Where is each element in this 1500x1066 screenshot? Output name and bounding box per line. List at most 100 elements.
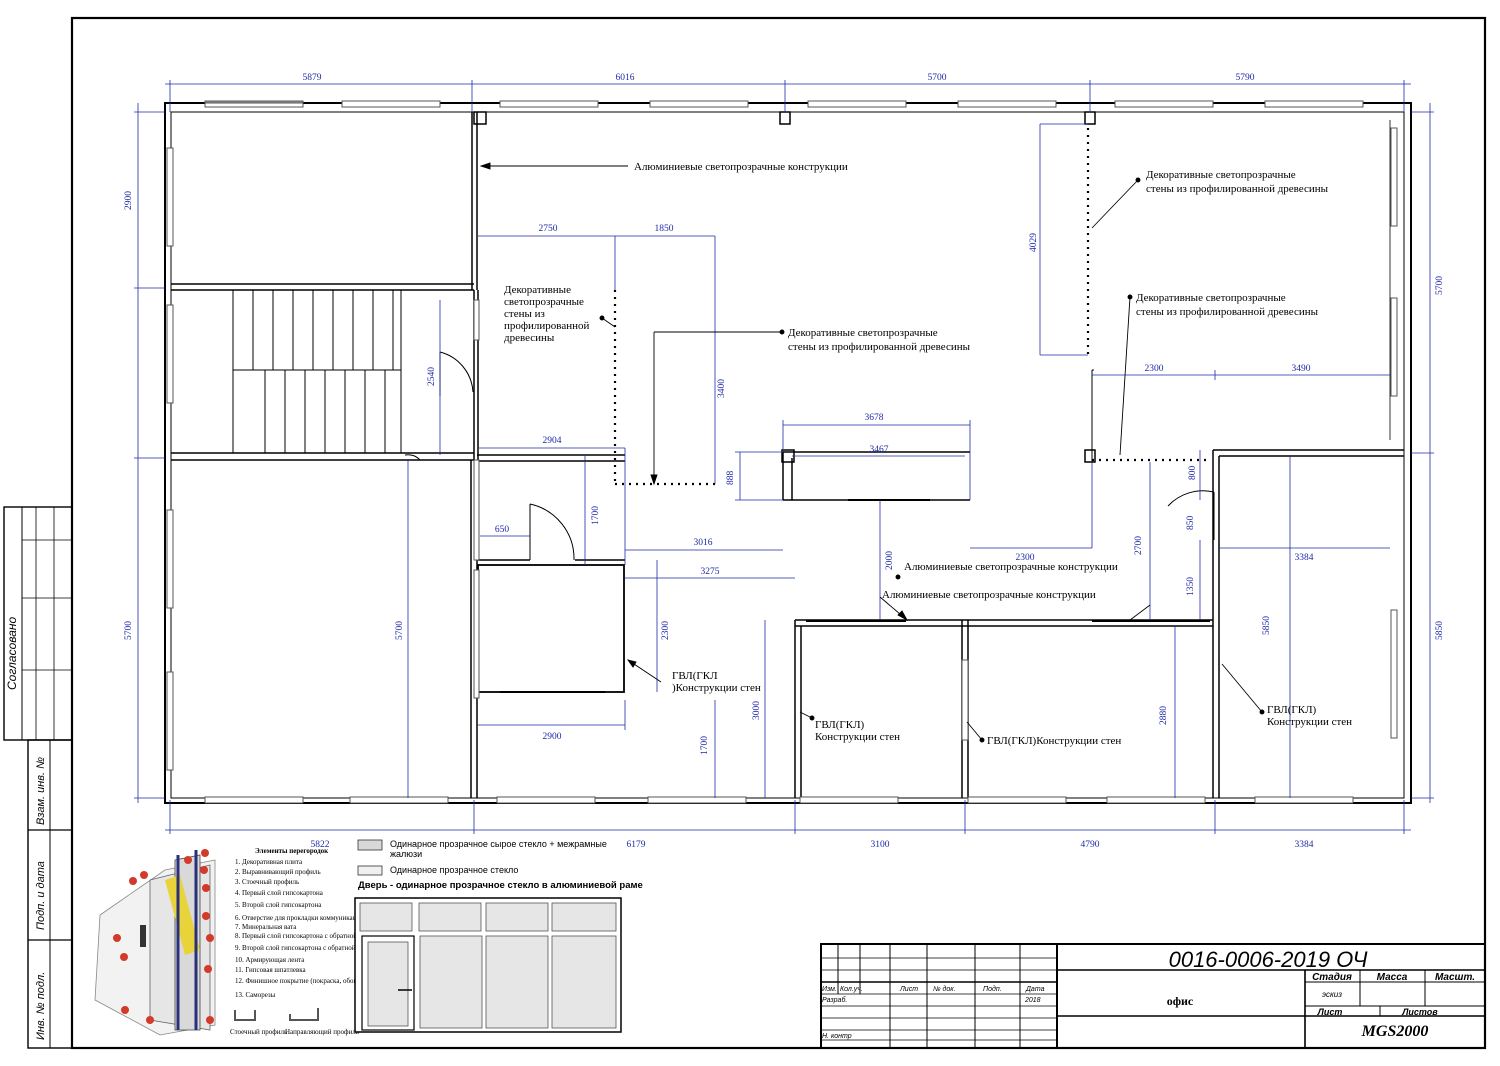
dim-5700-c: 5700 — [395, 621, 405, 640]
inv-replace-label: Взам. инв. № — [35, 757, 47, 825]
dim-top-4: 5790 — [1236, 73, 1255, 83]
stage-value: эскиз — [1322, 990, 1342, 999]
detail-item-11: 11. Гипсовая шпатлевка — [235, 966, 307, 974]
dim-3467: 3467 — [870, 445, 889, 455]
legend-door: Дверь - одинарное прозрачное стекло в ал… — [358, 880, 643, 891]
detail-item-13: 13. Саморезы — [235, 991, 276, 999]
dimension-labels: 5879 6016 5700 5790 5822 6179 3100 4790 … — [124, 73, 1445, 850]
dim-3678: 3678 — [865, 413, 884, 423]
windows — [166, 100, 1398, 804]
dim-bottom-4: 4790 — [1081, 840, 1100, 850]
note-gvl-d1: ГВЛ(ГКЛ) — [1267, 704, 1317, 716]
dim-3016: 3016 — [694, 538, 713, 548]
agreed-label: Согласовано — [5, 616, 19, 690]
note-deco-right-b1: Декоративные светопрозрачные — [1136, 292, 1286, 304]
dim-2540: 2540 — [427, 367, 437, 386]
title-block-text: 0016-0006-2019 ОЧ Стадия Масса Масшт. Из… — [822, 947, 1475, 1040]
dim-2300-c: 2300 — [1016, 553, 1035, 563]
leader-lines — [479, 162, 1265, 743]
interior-walls — [171, 111, 1404, 798]
dim-top-3: 5700 — [928, 73, 947, 83]
note-deco-left-5: древесины — [504, 332, 555, 344]
dim-3000: 3000 — [752, 701, 762, 720]
dim-3384-b: 3384 — [1295, 553, 1314, 563]
dim-right-1: 5700 — [1435, 276, 1445, 295]
scale-label: Масшт. — [1435, 972, 1475, 983]
dim-2700: 2700 — [1134, 536, 1144, 555]
note-alu-mid-2: Алюминиевые светопрозрачные конструкции — [882, 589, 1096, 601]
sheet-label: Лист — [1317, 1007, 1343, 1017]
note-deco-left-4: профилированной — [504, 320, 589, 332]
partition-detail-illustration — [94, 849, 216, 1036]
dim-2300-a: 2300 — [1145, 364, 1164, 374]
dim-1850: 1850 — [655, 224, 674, 234]
note-deco-left-2: светопрозрачные — [504, 296, 584, 308]
stamp-column — [3, 506, 73, 1049]
dim-bottom-1: 5822 — [311, 840, 330, 850]
dim-2300-b: 2300 — [661, 621, 671, 640]
detail-item-6: 6. Отверстие для прокладки коммуникаций — [235, 914, 364, 922]
dim-top-2: 6016 — [616, 73, 635, 83]
detail-item-4: 4. Первый слой гипсокартона — [235, 889, 324, 897]
annotations: Алюминиевые светопрозрачные конструкции … — [504, 161, 1352, 747]
dim-888: 888 — [726, 471, 736, 486]
note-deco-right-b2: стены из профилированной древесины — [1136, 306, 1319, 318]
detail-item-8: 8. Первый слой гипсокартона с обратной с… — [235, 932, 384, 940]
note-deco-right-1: Декоративные светопрозрачные — [1146, 169, 1296, 181]
detail-item-2: 2. Выравнивающий профиль — [235, 868, 321, 876]
note-gvl-d2: Конструкции стен — [1267, 716, 1352, 728]
note-deco-mid-2: стены из профилированной древесины — [788, 341, 971, 353]
dim-3400: 3400 — [717, 379, 727, 398]
decorative-wood-walls — [613, 128, 1210, 486]
dim-3490: 3490 — [1292, 364, 1311, 374]
detail-item-3: 3. Стоечный профиль — [235, 878, 299, 886]
dim-bottom-2: 6179 — [627, 840, 646, 850]
dim-3275: 3275 — [701, 567, 720, 577]
dim-right-2: 5850 — [1435, 621, 1445, 640]
glass-partitions — [500, 120, 1391, 693]
note-alu-top: Алюминиевые светопрозрачные конструкции — [634, 161, 848, 173]
profile-b-label: Направляющий профиль — [285, 1028, 359, 1036]
col-izm: Изм. — [822, 986, 837, 993]
dim-800: 800 — [1188, 466, 1198, 481]
col-kol: Кол.уч. — [840, 986, 863, 993]
drawing-code: 0016-0006-2019 ОЧ — [1169, 947, 1368, 972]
note-alu-mid-1: Алюминиевые светопрозрачные конструкции — [904, 561, 1118, 573]
note-deco-left-3: стены из — [504, 308, 545, 320]
note-gvl-c: ГВЛ(ГКЛ)Конструкции стен — [987, 735, 1121, 747]
detail-item-12: 12. Финишное покрытие (покраска, обои и … — [235, 977, 377, 985]
detail-title: Элементы перегородок — [255, 847, 329, 855]
note-gvl-b1: ГВЛ(ГКЛ) — [815, 719, 865, 731]
dim-2880: 2880 — [1159, 706, 1169, 725]
dim-top-1: 5879 — [303, 73, 322, 83]
sign-date-label: Подп. и дата — [35, 861, 47, 930]
mass-label: Масса — [1377, 972, 1408, 983]
note-deco-mid-1: Декоративные светопрозрачные — [788, 327, 938, 339]
col-list: Лист — [899, 986, 918, 993]
dimension-lines — [134, 80, 1434, 834]
year-value: 2018 — [1024, 997, 1041, 1004]
dim-bottom-3: 3100 — [871, 840, 890, 850]
dim-850: 850 — [1186, 516, 1196, 531]
dim-4029: 4029 — [1029, 233, 1039, 252]
dim-bottom-5: 3384 — [1295, 840, 1314, 850]
dim-650: 650 — [495, 525, 510, 535]
company-name: MGS2000 — [1361, 1023, 1429, 1040]
detail-item-5: 5. Второй слой гипсокартона — [235, 901, 322, 909]
col-doc: № док. — [933, 985, 956, 993]
note-gvl-a2: )Конструкции стен — [672, 682, 761, 694]
dim-1350: 1350 — [1186, 577, 1196, 596]
dim-2750: 2750 — [539, 224, 558, 234]
note-deco-left-1: Декоративные — [504, 284, 571, 296]
dim-left-1: 2900 — [124, 191, 134, 210]
col-date: Дата — [1025, 986, 1045, 993]
n-kontr-label: Н. контр — [822, 1033, 852, 1040]
drawing-name: офис — [1167, 994, 1194, 1008]
dim-2000: 2000 — [885, 551, 895, 570]
dim-5850-b: 5850 — [1262, 616, 1272, 635]
inv-orig-label: Инв. № подл. — [35, 972, 47, 1040]
detail-item-10: 10. Армирующая лента — [235, 956, 305, 964]
note-deco-right-2: стены из профилированной древесины — [1146, 183, 1329, 195]
